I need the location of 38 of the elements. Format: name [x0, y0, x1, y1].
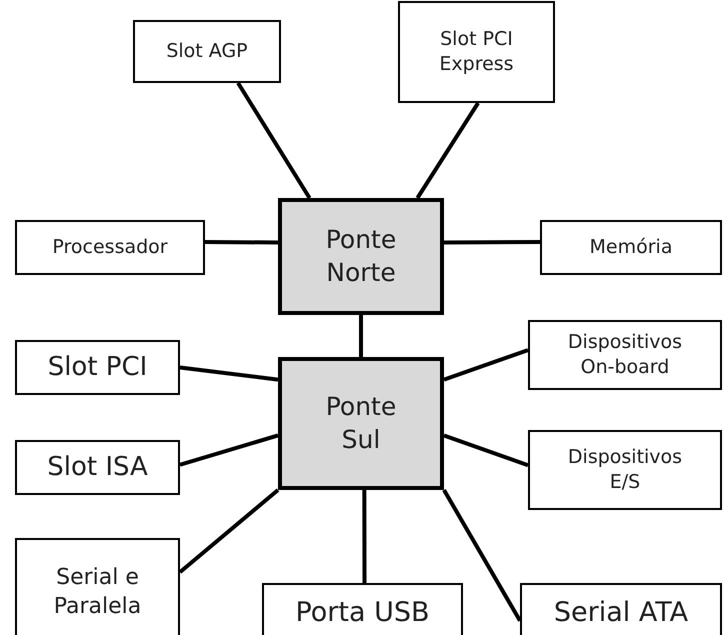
component-label: Slot PCI [48, 350, 148, 384]
bridge-box [278, 357, 444, 490]
connector-line [236, 82, 312, 200]
component-label: Slot PCI Express [438, 27, 515, 77]
component-box [15, 340, 180, 395]
component-label: Memória [590, 235, 672, 260]
connector-line [443, 348, 529, 382]
component-box [15, 440, 180, 495]
component-box [520, 583, 722, 635]
component-label: Dispositivos E/S [566, 445, 684, 495]
component-label: Ponte Norte [324, 224, 398, 288]
component-label: Serial ATA [554, 596, 688, 630]
connector-line [178, 488, 280, 574]
component-label: Dispositivos On-board [566, 330, 684, 380]
component-box [398, 1, 555, 103]
component-label: Serial e Paralela [52, 564, 142, 621]
component-box [262, 583, 463, 635]
component-box [15, 538, 180, 635]
connector-line [443, 434, 529, 468]
component-label: Slot ISA [47, 450, 148, 484]
connector-line [179, 434, 279, 467]
connector-line [180, 366, 278, 382]
component-label: Slot AGP [166, 39, 248, 64]
connector-line [359, 315, 363, 357]
component-box [528, 430, 722, 510]
bridge-box [278, 198, 444, 315]
component-box [133, 20, 281, 83]
connector-line [444, 240, 540, 244]
component-box [15, 220, 205, 275]
connector-line [442, 489, 522, 622]
connector-line [204, 240, 278, 244]
component-label: Processador [52, 235, 168, 260]
component-label: Porta USB [295, 596, 430, 630]
connector-line [416, 102, 480, 200]
component-box [528, 320, 722, 390]
connector-line [362, 490, 366, 583]
component-box [540, 220, 722, 275]
component-label: Ponte Sul [324, 391, 398, 456]
